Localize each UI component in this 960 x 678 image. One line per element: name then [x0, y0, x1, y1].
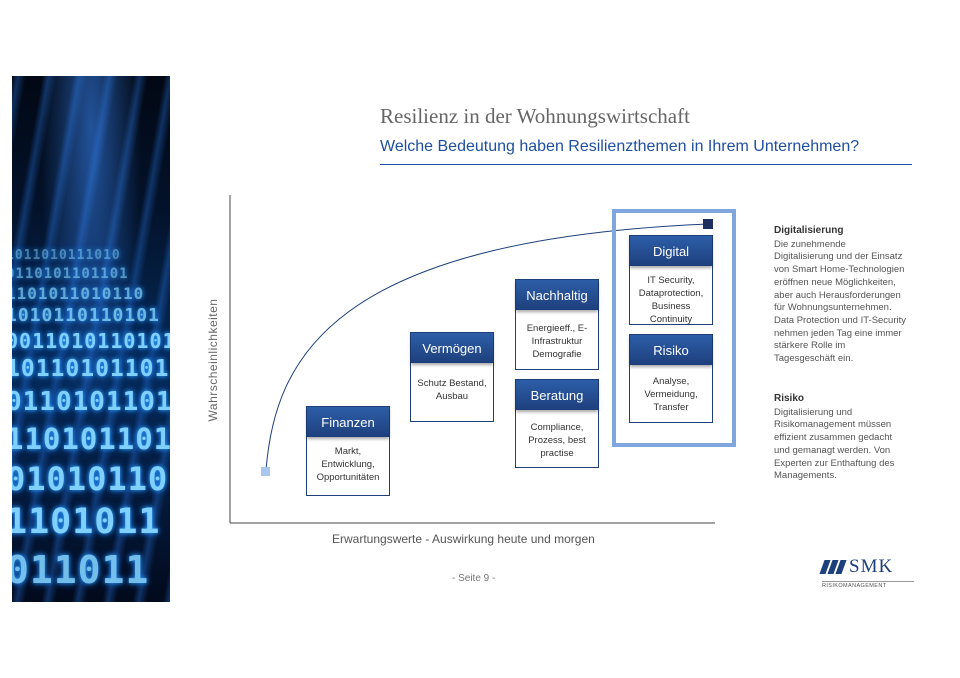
binary-row: 011011: [12, 548, 150, 592]
logo-tagline: RISIKOMANAGEMENT: [822, 583, 887, 589]
binary-row: 0110101101101: [12, 266, 129, 282]
digitalisierung-note: Digitalisierung Die zunehmende Digitalis…: [774, 225, 906, 366]
binary-row: 10110101101: [12, 356, 170, 382]
box-title: Digital: [630, 236, 712, 266]
box-title: Risiko: [630, 335, 712, 365]
logo-stripes-icon: [819, 560, 847, 574]
box-body: IT Security, Dataprotection, Business Co…: [638, 275, 704, 325]
binary-row: 110101101: [12, 422, 170, 456]
box-risiko: Risiko Analyse, Vermeidung, Transfer: [629, 334, 713, 423]
curve-end-marker: [703, 219, 713, 229]
binary-row: 1011010111010: [12, 248, 121, 263]
logo-divider: [822, 581, 914, 582]
light-rays: [12, 76, 170, 602]
page-number: - Seite 9 -: [452, 573, 496, 584]
binary-row: 1010110110101: [12, 305, 160, 326]
binary-row: 0110101101: [12, 387, 170, 417]
risiko-note: Risiko Digitalisierung und Risikomanagem…: [774, 393, 906, 483]
note-heading: Risiko: [774, 393, 805, 404]
box-finanzen: Finanzen Markt, Entwicklung, Opportunitä…: [306, 406, 390, 496]
box-body: Schutz Bestand, Ausbau: [417, 378, 487, 402]
binary-row: 01010110: [12, 460, 169, 498]
box-nachhaltig: Nachhaltig Energieeff., E-Infrastruktur …: [515, 279, 599, 370]
box-title: Finanzen: [307, 407, 389, 437]
box-body: Analyse, Vermeidung, Transfer: [644, 376, 698, 413]
box-title: Beratung: [516, 380, 598, 410]
note-heading: Digitalisierung: [774, 225, 844, 236]
trend-curve: [265, 223, 709, 471]
page-title: Resilienz in der Wohnungswirtschaft: [380, 104, 690, 128]
logo-name: SMK: [849, 556, 894, 577]
note-text: Digitalisierung und Risikomanagement müs…: [774, 406, 895, 482]
title-divider: [380, 164, 912, 165]
binary-row: 0011010110101: [12, 329, 170, 353]
box-body: Energieeff., E-Infrastruktur Demografie: [526, 323, 588, 360]
page-subtitle: Welche Bedeutung haben Resilienzthemen i…: [380, 138, 860, 155]
binary-code-image: 1011010111010 0110101101101 110101101011…: [12, 76, 170, 602]
curve-start-marker: [261, 467, 270, 476]
binary-row: 1101011: [12, 502, 161, 542]
x-axis-label: Erwartungswerte - Auswirkung heute und m…: [332, 532, 595, 546]
box-digital: Digital IT Security, Dataprotection, Bus…: [629, 235, 713, 325]
note-text: Die zunehmende Digitalisierung und der E…: [774, 238, 907, 365]
binary-row: 1101011010110: [12, 284, 145, 303]
box-beratung: Beratung Compliance, Prozess, best pract…: [515, 379, 599, 468]
box-vermoegen: Vermögen Schutz Bestand, Ausbau: [410, 332, 494, 422]
highlight-frame: [612, 209, 736, 447]
smk-logo: SMK RISIKOMANAGEMENT: [819, 556, 914, 589]
y-axis-label: Wahrscheinlichkeiten: [206, 298, 220, 422]
box-title: Vermögen: [411, 333, 493, 363]
box-body: Compliance, Prozess, best practise: [528, 422, 586, 459]
box-body: Markt, Entwicklung, Opportunitäten: [316, 446, 380, 483]
box-title: Nachhaltig: [516, 280, 598, 310]
